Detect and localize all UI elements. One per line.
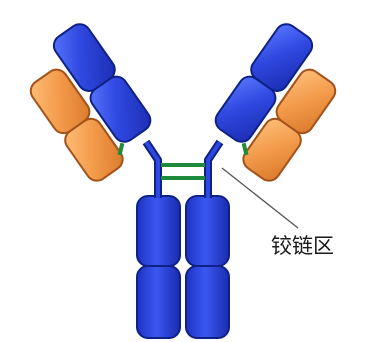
fc-region [137,196,229,338]
fc-right-upper-domain [186,196,229,266]
hinge-label: 铰链区 [271,234,334,258]
fc-left-lower-domain [137,266,180,338]
fab-right-arm [202,20,353,185]
hinge-region [146,142,220,198]
fab-left-arm [13,20,164,185]
fc-left-upper-domain [137,196,180,266]
fc-right-lower-domain [186,266,229,338]
